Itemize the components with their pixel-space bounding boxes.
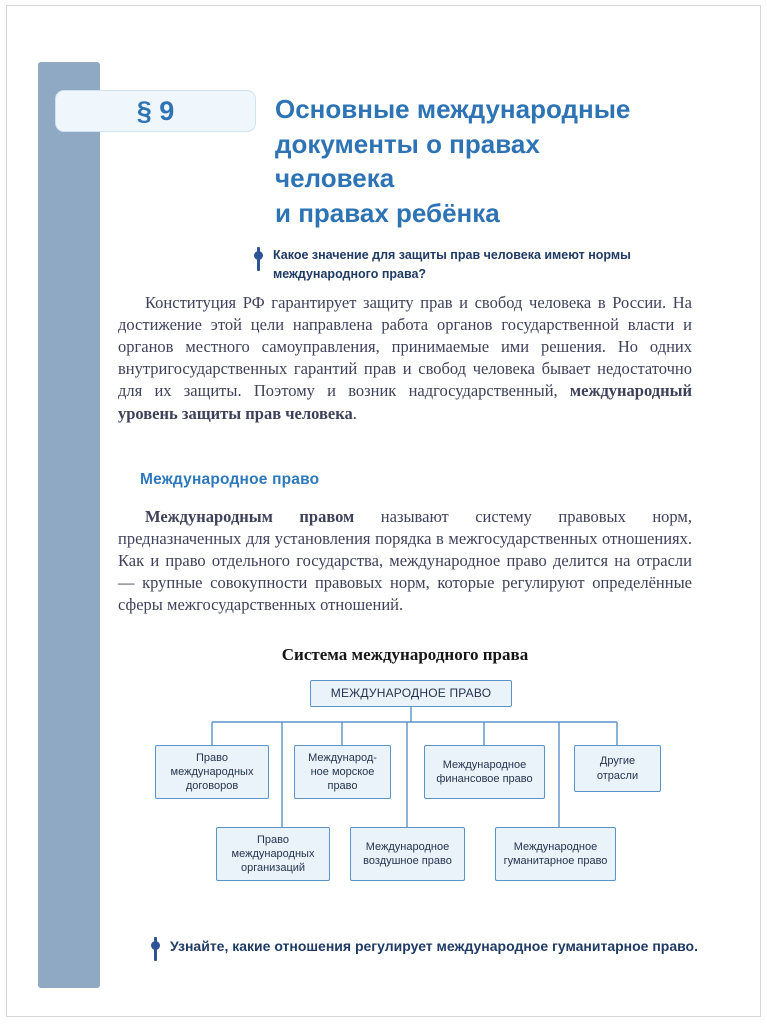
section-number: § 9 — [136, 95, 175, 126]
question-1-text: Какое значение для защиты прав человека … — [273, 248, 631, 281]
page-title: Основные международные документы о права… — [275, 94, 631, 228]
paragraph-1: Конституция РФ гарантирует защиту прав и… — [118, 292, 692, 425]
paragraph-2-bold: Международным правом — [145, 507, 355, 526]
paragraph-1-tail: . — [352, 403, 357, 423]
paragraph-2: Международным правом называют систему пр… — [118, 506, 692, 617]
subheading-international-law: Международное право — [140, 471, 320, 488]
question-block-2: Узнайте, какие отношения регулирует межд… — [150, 936, 712, 961]
diagram-box-other-branches: Другие отрасли — [574, 745, 661, 792]
diagram-box-air-law: Международное воздушное право — [350, 827, 465, 881]
question-2-text: Узнайте, какие отношения регулирует межд… — [170, 938, 699, 954]
question-pin-icon — [253, 247, 263, 271]
question-block-1: Какое значение для защиты прав человека … — [253, 246, 705, 284]
diagram-box-financial-law: Международное финансовое право — [424, 745, 545, 799]
diagram-box-organizations-law: Право международных организаций — [216, 827, 330, 881]
left-accent-bar — [38, 62, 100, 988]
paragraph-1-text: Конституция РФ гарантирует защиту прав и… — [118, 293, 692, 401]
section-number-badge: § 9 — [55, 90, 256, 132]
diagram-title: Система международного права — [281, 645, 529, 664]
diagram-box-treaty-law: Право международных договоров — [155, 745, 269, 799]
diagram-box-maritime-law: Международ-ное морское право — [294, 745, 391, 799]
paragraph-1-bold: международный уровень защиты прав челове… — [118, 381, 692, 423]
paragraph-2-text: называют систему правовых норм, предназн… — [118, 507, 692, 615]
diagram-box-humanitarian-law: Международное гуманитарное право — [495, 827, 616, 881]
diagram-box-international-law-root: МЕЖДУНАРОДНОЕ ПРАВО — [310, 680, 512, 707]
question-pin-icon — [150, 937, 160, 961]
